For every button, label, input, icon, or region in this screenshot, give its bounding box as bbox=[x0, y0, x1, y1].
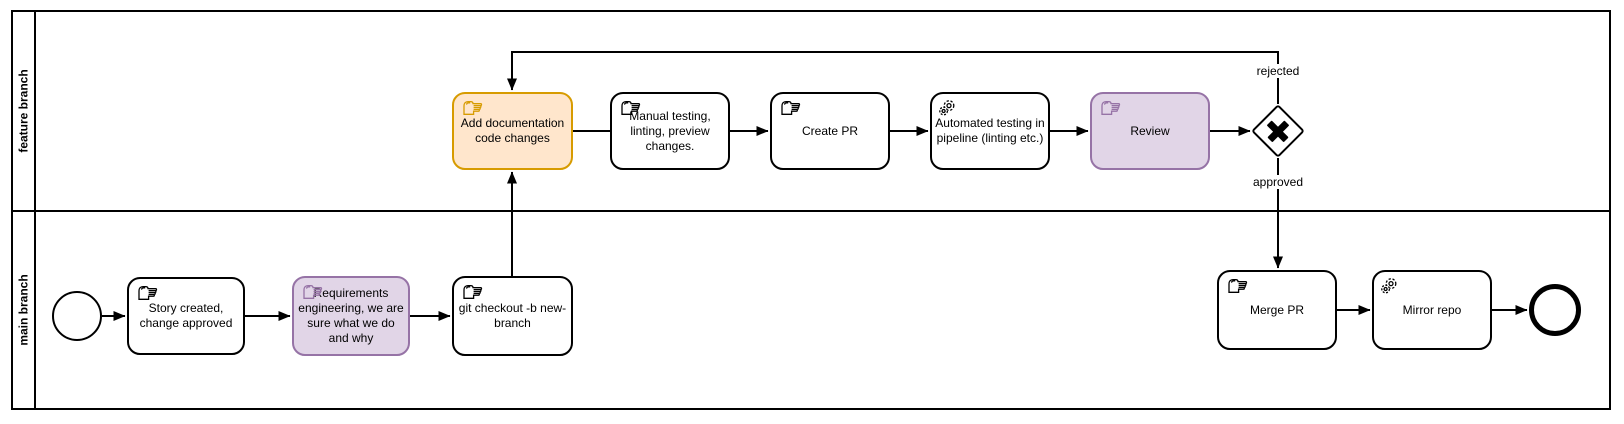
task-label: git checkout -b new-branch bbox=[458, 301, 567, 330]
task-label: Mirror repo bbox=[1402, 302, 1462, 317]
task-mirror-repo[interactable]: Mirror repo bbox=[1372, 270, 1492, 350]
manual-task-icon bbox=[618, 99, 641, 116]
task-label: Review bbox=[1130, 123, 1170, 138]
manual-task-icon bbox=[135, 284, 158, 301]
lane-label-text: feature branch bbox=[16, 69, 31, 153]
lane-label-feature-branch: feature branch bbox=[11, 12, 36, 210]
task-label: Create PR bbox=[801, 123, 859, 138]
manual-task-icon bbox=[460, 99, 483, 116]
manual-task-icon bbox=[1225, 277, 1248, 294]
task-label: Add documentation code changes bbox=[460, 116, 565, 145]
task-label: Manual testing, linting, preview changes… bbox=[629, 108, 711, 153]
task-manual-testing[interactable]: Manual testing, linting, preview changes… bbox=[610, 92, 730, 170]
task-git-checkout[interactable]: git checkout -b new-branch bbox=[452, 276, 573, 356]
manual-task-icon bbox=[460, 283, 483, 300]
task-automated-testing[interactable]: Automated testing in pipeline (linting e… bbox=[930, 92, 1050, 170]
manual-task-icon bbox=[778, 99, 801, 116]
task-label: Story created, change approved bbox=[139, 301, 233, 330]
service-gear-icon bbox=[1380, 277, 1399, 295]
lane-label-main-branch: main branch bbox=[11, 212, 36, 408]
task-review[interactable]: Review bbox=[1090, 92, 1210, 170]
lane-divider bbox=[11, 210, 1611, 212]
task-label: Merge PR bbox=[1249, 302, 1305, 317]
lane-label-text: main branch bbox=[16, 274, 31, 346]
task-label: Automated testing in pipeline (linting e… bbox=[935, 116, 1045, 145]
task-add-documentation[interactable]: Add documentation code changes bbox=[452, 92, 573, 170]
manual-task-icon bbox=[1098, 99, 1121, 116]
service-gear-icon bbox=[938, 99, 957, 117]
task-create-pr[interactable]: Create PR bbox=[770, 92, 890, 170]
start-event[interactable] bbox=[52, 291, 102, 341]
flow-label-rejected: rejected bbox=[1253, 64, 1303, 78]
task-label: Requirements engineering, we are sure wh… bbox=[298, 286, 404, 345]
task-story-created[interactable]: Story created, change approved bbox=[127, 277, 245, 355]
end-event[interactable] bbox=[1529, 284, 1581, 336]
task-merge-pr[interactable]: Merge PR bbox=[1217, 270, 1337, 350]
manual-task-icon bbox=[300, 283, 323, 300]
task-requirements-engineering[interactable]: Requirements engineering, we are sure wh… bbox=[292, 276, 410, 356]
flow-label-approved: approved bbox=[1249, 175, 1307, 189]
